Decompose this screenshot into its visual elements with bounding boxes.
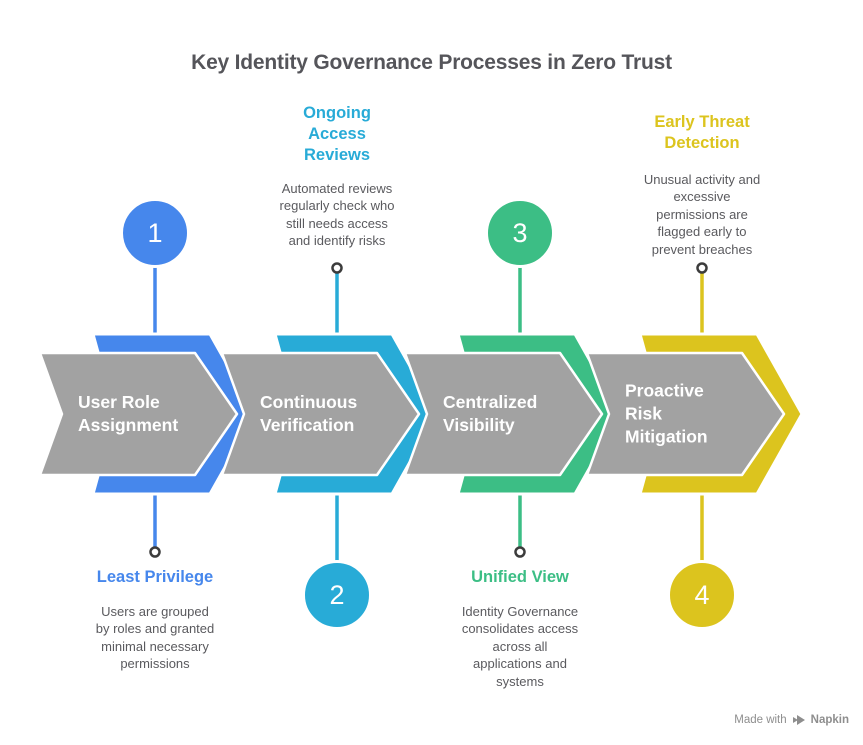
step-3-callout-description: Identity Governance consolidates access …: [461, 604, 579, 689]
step-4-arrow-label: Proactive Risk Mitigation: [625, 380, 708, 447]
step-4-number: 4: [694, 579, 710, 610]
step-4-arrow-body: [585, 351, 786, 477]
watermark-brand: Napkin: [810, 714, 849, 726]
watermark: Made with Napkin: [734, 714, 849, 726]
step-4-callout-heading: Early Threat Detection: [654, 113, 750, 153]
step-3-number: 3: [512, 217, 528, 248]
step-3-connector-dot: [514, 546, 526, 558]
step-1-callout-heading: Least Privilege: [96, 568, 214, 586]
watermark-prefix: Made with: [734, 714, 787, 726]
napkin-logo-icon: [792, 715, 805, 725]
step-3-number-badge: 3: [485, 198, 555, 268]
step-2-connector-dot: [331, 262, 343, 274]
step-4-connector-dot: [696, 262, 708, 274]
step-1-number: 1: [147, 217, 163, 248]
step-4-callout-description: Unusual activity and excessive permissio…: [643, 172, 761, 257]
step-3-arrow-label: Centralized Visibility: [443, 391, 538, 435]
step-4-number-badge: 4: [667, 560, 737, 630]
step-1-number-badge: 1: [120, 198, 190, 268]
step-2-number: 2: [329, 579, 345, 610]
step-1-callout-description: Users are grouped by roles and granted m…: [95, 604, 215, 672]
step-3-arrow-body: [403, 351, 604, 477]
step-2-callout-description: Automated reviews regularly check who st…: [279, 181, 395, 249]
step-1-connector-dot: [149, 546, 161, 558]
step-2-arrow-body: [220, 351, 421, 477]
step-2-number-badge: 2: [302, 560, 372, 630]
step-3-callout-heading: Unified View: [471, 568, 569, 586]
step-1-arrow-body: [38, 351, 239, 477]
step-2-callout-heading: Ongoing Access Reviews: [303, 104, 371, 165]
page-title: Key Identity Governance Processes in Zer…: [191, 51, 672, 74]
step-1-arrow-label: User Role Assignment: [78, 391, 179, 435]
step-2-arrow-label: Continuous Verification: [260, 391, 358, 435]
